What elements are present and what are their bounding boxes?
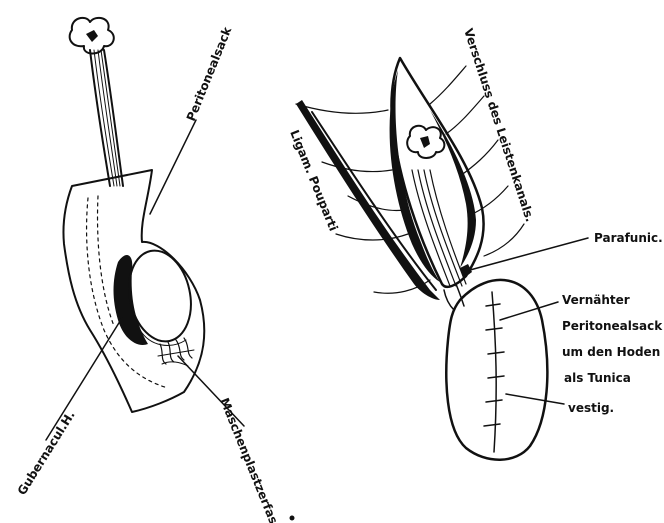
cord-end-knot: [86, 30, 98, 42]
suture-seam: [492, 292, 496, 452]
leader-tunica: [506, 394, 564, 404]
label-gubernaculum: Gubernacul.H.: [15, 408, 78, 497]
label-mesh-dot: [290, 516, 295, 521]
leader-peritoneal-sac: [150, 120, 196, 214]
canal-cord-knot: [420, 136, 430, 148]
label-sutured-sac-5: vestig.: [568, 401, 614, 415]
right-figure: Verschluss des Leistenkanals. Ligam. Pou…: [287, 27, 664, 460]
peritoneal-sac-outline: [63, 170, 204, 412]
label-sutured-sac-3: um den Hoden: [562, 345, 660, 359]
dotted-fascia-line-2: [98, 196, 114, 326]
cord-to-testis: [444, 290, 454, 310]
label-mesh: Maschenplastzerfasert: [217, 396, 288, 523]
label-sutured-sac-1: Vernähter: [562, 293, 630, 307]
leader-sutured-sac: [500, 302, 558, 320]
sutured-peritoneal-sac: [446, 280, 547, 460]
label-peritonealsack: Peritonealsack: [184, 24, 235, 123]
label-closure: Verschluss des Leistenkanals.: [461, 27, 537, 224]
spermatic-cord: [90, 50, 123, 186]
left-figure: Peritonealsack Gubernacul.H. Maschenplas…: [15, 18, 295, 523]
label-sutured-sac-4: als Tunica: [564, 371, 631, 385]
canal-right-wall: [430, 110, 476, 268]
label-parafunic-suture: Parafunic. Nath: [594, 231, 664, 245]
label-sutured-sac-2: Peritonealsack: [562, 319, 663, 333]
parafunic-suture-knot: [460, 264, 472, 278]
